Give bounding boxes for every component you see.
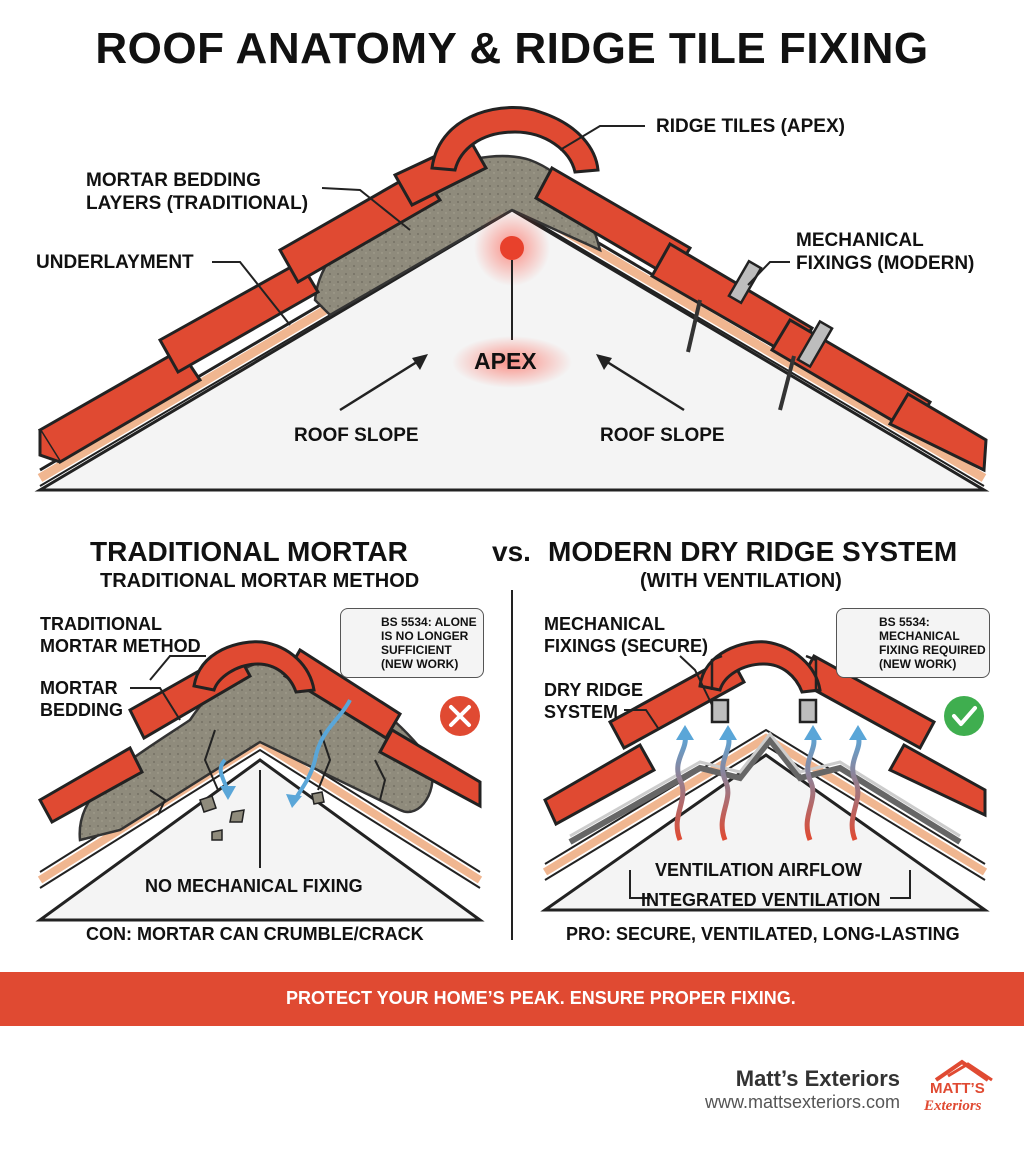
apex-marker [500, 236, 524, 260]
label-ridge-tiles: RIDGE TILES (APEX) [656, 116, 845, 137]
label-fixings-1: MECHANICAL [544, 614, 665, 634]
top-roof-diagram [34, 106, 990, 492]
heading-modern: MODERN DRY RIDGE SYSTEM [548, 536, 958, 567]
subheading-modern: (WITH VENTILATION) [640, 570, 842, 592]
label-apex: APEX [474, 348, 537, 374]
label-trad-method-2: MORTAR METHOD [40, 636, 201, 656]
traditional-diagram: ! [35, 610, 485, 922]
dry-ridge-vent-roll [568, 735, 962, 845]
label-trad-method-1: TRADITIONAL [40, 614, 162, 634]
ventilation-airflow-arrows [674, 734, 862, 841]
heading-traditional: TRADITIONAL MORTAR [90, 536, 408, 567]
bs5534-requirement-badge: BS 5534: MECHANICAL FIXING REQUIRED (NEW… [836, 608, 990, 678]
left-roof-tiles [37, 138, 489, 465]
brand-name: Matt’s Exteriors [735, 1066, 900, 1091]
label-con: CON: MORTAR CAN CRUMBLE/CRACK [86, 924, 424, 944]
label-fixings-2: FIXINGS (SECURE) [544, 636, 709, 656]
traditional-ridge-tile [192, 640, 316, 694]
subheading-traditional: TRADITIONAL MORTAR METHOD [100, 570, 420, 592]
label-no-mechanical-fixing: NO MECHANICAL FIXING [145, 876, 363, 896]
label-trad-bedding-2: BEDDING [40, 700, 124, 720]
ridge-tile [430, 106, 600, 174]
label-mortar-bedding-2: LAYERS (TRADITIONAL) [86, 193, 309, 214]
ridge-clips [710, 654, 818, 724]
leader-lines [212, 125, 790, 326]
banner-text: PROTECT YOUR HOME’S PEAK. ENSURE PROPER … [286, 988, 796, 1008]
badge-requirement-text: BS 5534: MECHANICAL FIXING REQUIRED (NEW… [879, 615, 986, 671]
label-trad-bedding-1: MORTAR [40, 678, 118, 698]
label-mortar-bedding-1: MORTAR BEDDING [86, 170, 261, 191]
label-pro: PRO: SECURE, VENTILATED, LONG-LASTING [566, 924, 960, 944]
label-roof-slope-right: ROOF SLOPE [600, 425, 725, 446]
dry-ridge-tile [698, 640, 822, 694]
label-integrated-ventilation: INTEGRATED VENTILATION [641, 890, 881, 910]
logo-text-bottom: Exteriors [924, 1098, 982, 1114]
logo-text-top: MATT’S [930, 1080, 985, 1097]
bs5534-warning-badge: BS 5534: ALONE IS NO LONGER SUFFICIENT (… [340, 608, 484, 678]
badge-warning-text: BS 5534: ALONE IS NO LONGER SUFFICIENT (… [381, 615, 477, 671]
matts-exteriors-logo [934, 1059, 993, 1082]
label-mechanical-1: MECHANICAL [796, 230, 924, 251]
check-circle [944, 696, 984, 736]
label-ventilation-airflow: VENTILATION AIRFLOW [655, 860, 862, 880]
page-title: ROOF ANATOMY & RIDGE TILE FIXING [95, 24, 929, 73]
heading-vs: vs. [492, 536, 531, 567]
mechanical-fixings [686, 259, 834, 411]
dry-ridge-diagram [540, 619, 990, 912]
brand-url[interactable]: www.mattsexteriors.com [704, 1092, 900, 1112]
label-dry-ridge-1: DRY RIDGE [544, 680, 644, 700]
label-underlayment: UNDERLAYMENT [36, 252, 194, 273]
label-mechanical-2: FIXINGS (MODERN) [796, 253, 975, 274]
cta-banner: PROTECT YOUR HOME’S PEAK. ENSURE PROPER … [0, 972, 1024, 1026]
label-roof-slope-left: ROOF SLOPE [294, 425, 419, 446]
label-dry-ridge-2: SYSTEM [544, 702, 619, 722]
